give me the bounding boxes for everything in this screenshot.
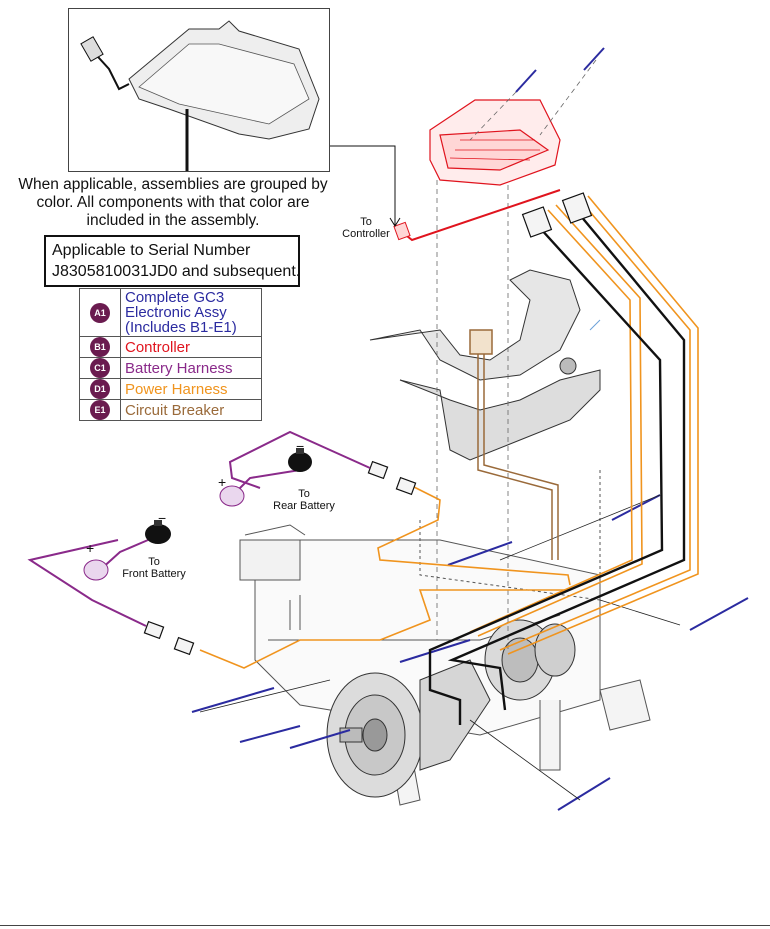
to-controller-label: To Controller <box>342 216 390 240</box>
front-plus-sign: + <box>86 540 95 556</box>
circuit-breaker-part <box>469 329 559 560</box>
legend-key-cell: A1 <box>79 288 121 337</box>
controller-part <box>429 99 561 186</box>
legend-label: Power Harness <box>120 378 262 400</box>
center-shroud <box>369 269 601 461</box>
positive-terminal-icon <box>83 485 245 581</box>
negative-terminal-icon <box>145 448 312 544</box>
serial-line-2: J8305810031JD0 and subsequent. <box>52 263 301 280</box>
legend-key-cell: D1 <box>79 378 121 400</box>
front-minus-sign: − <box>158 510 167 526</box>
legend-badge: D1 <box>90 379 110 399</box>
assembly-grouping-note: When applicable, assemblies are grouped … <box>18 176 328 229</box>
leader-lines <box>199 494 681 801</box>
legend-row: A1 Complete GC3 Electronic Assy (Includes… <box>79 288 262 337</box>
to-rear-battery-label: To Rear Battery <box>273 488 335 512</box>
legend-row: C1 Battery Harness <box>79 357 262 379</box>
legend-key-cell: B1 <box>79 336 121 358</box>
rear-minus-sign: − <box>296 438 305 454</box>
legend-badge: A1 <box>90 302 110 323</box>
rear-plus-sign: + <box>218 474 227 490</box>
legend-key-cell: C1 <box>79 357 121 379</box>
legend-row: B1 Controller <box>79 336 262 358</box>
serial-number-box: Applicable to Serial Number J8305810031J… <box>44 235 300 287</box>
assembly-legend: A1 Complete GC3 Electronic Assy (Includes… <box>79 288 262 421</box>
construction-lines <box>436 59 597 650</box>
legend-label: Battery Harness <box>120 357 262 379</box>
controller-cable <box>330 145 561 242</box>
legend-badge: E1 <box>90 400 110 420</box>
legend-key-cell: E1 <box>79 399 121 421</box>
screw-icon <box>191 47 749 811</box>
inset-detail-box <box>68 8 330 172</box>
legend-label: Circuit Breaker <box>120 399 262 421</box>
legend-label: Controller <box>120 336 262 358</box>
legend-badge: C1 <box>90 358 110 378</box>
legend-badge: B1 <box>90 337 110 357</box>
inset-cover-drawing <box>80 20 320 171</box>
battery-harness <box>27 430 371 627</box>
connector-icon <box>143 192 593 656</box>
legend-row: D1 Power Harness <box>79 378 262 400</box>
legend-label: Complete GC3 Electronic Assy (Includes B… <box>120 288 262 337</box>
legend-body: A1 Complete GC3 Electronic Assy (Includes… <box>79 288 262 421</box>
serial-line-1: Applicable to Serial Number <box>52 242 251 259</box>
power-harness <box>199 195 699 669</box>
to-front-battery-label: To Front Battery <box>122 556 186 580</box>
legend-row: E1 Circuit Breaker <box>79 399 262 421</box>
main-power-wiring <box>428 214 686 725</box>
motor-gearbox <box>326 619 576 798</box>
bottom-rule <box>0 925 770 926</box>
